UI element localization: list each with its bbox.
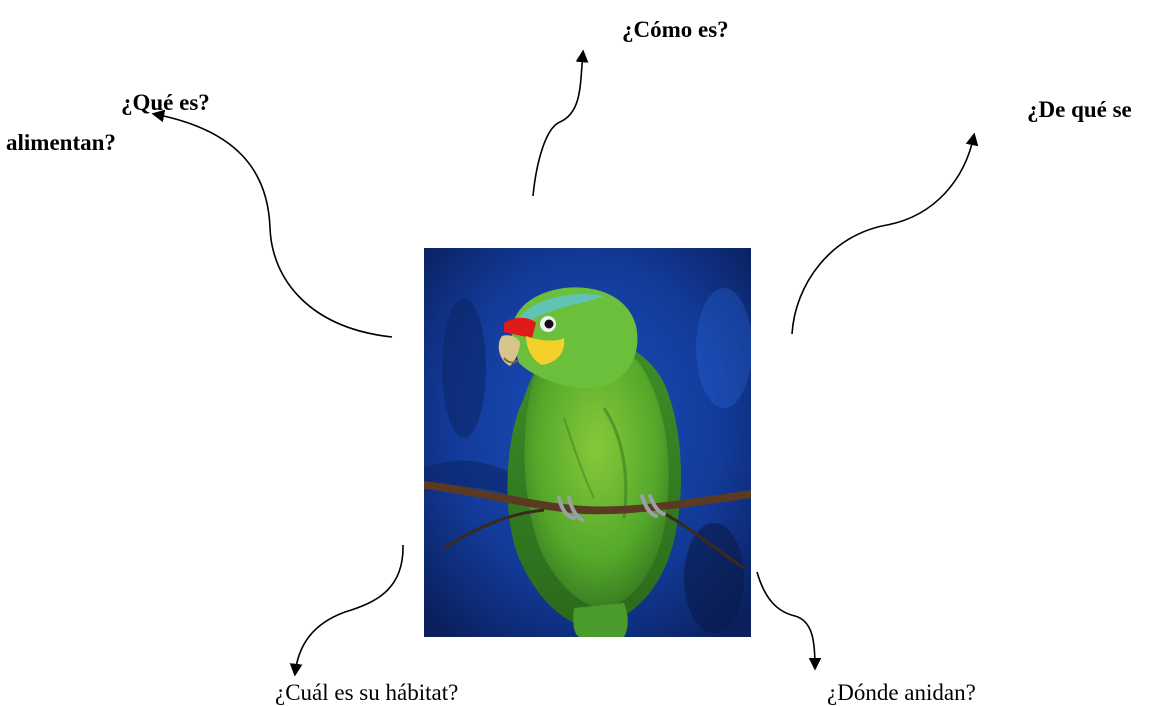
arrow-to-como-es [532, 49, 589, 197]
arrow-to-anidan [756, 571, 822, 671]
arrow-to-alimentan [791, 132, 979, 335]
arrow-to-que-es [151, 109, 393, 338]
label-como-es: ¿Cómo es? [622, 17, 729, 42]
label-alimentan: alimentan? [6, 130, 116, 155]
label-que-es: ¿Qué es? [121, 90, 210, 115]
label-de-que-se: ¿De qué se [1027, 97, 1132, 122]
parrot-photo [424, 248, 751, 637]
arrow-to-habitat [289, 544, 404, 677]
label-cual-habitat: ¿Cuál es su hábitat? [275, 680, 459, 705]
label-donde-anidan: ¿Dónde anidan? [827, 680, 976, 705]
